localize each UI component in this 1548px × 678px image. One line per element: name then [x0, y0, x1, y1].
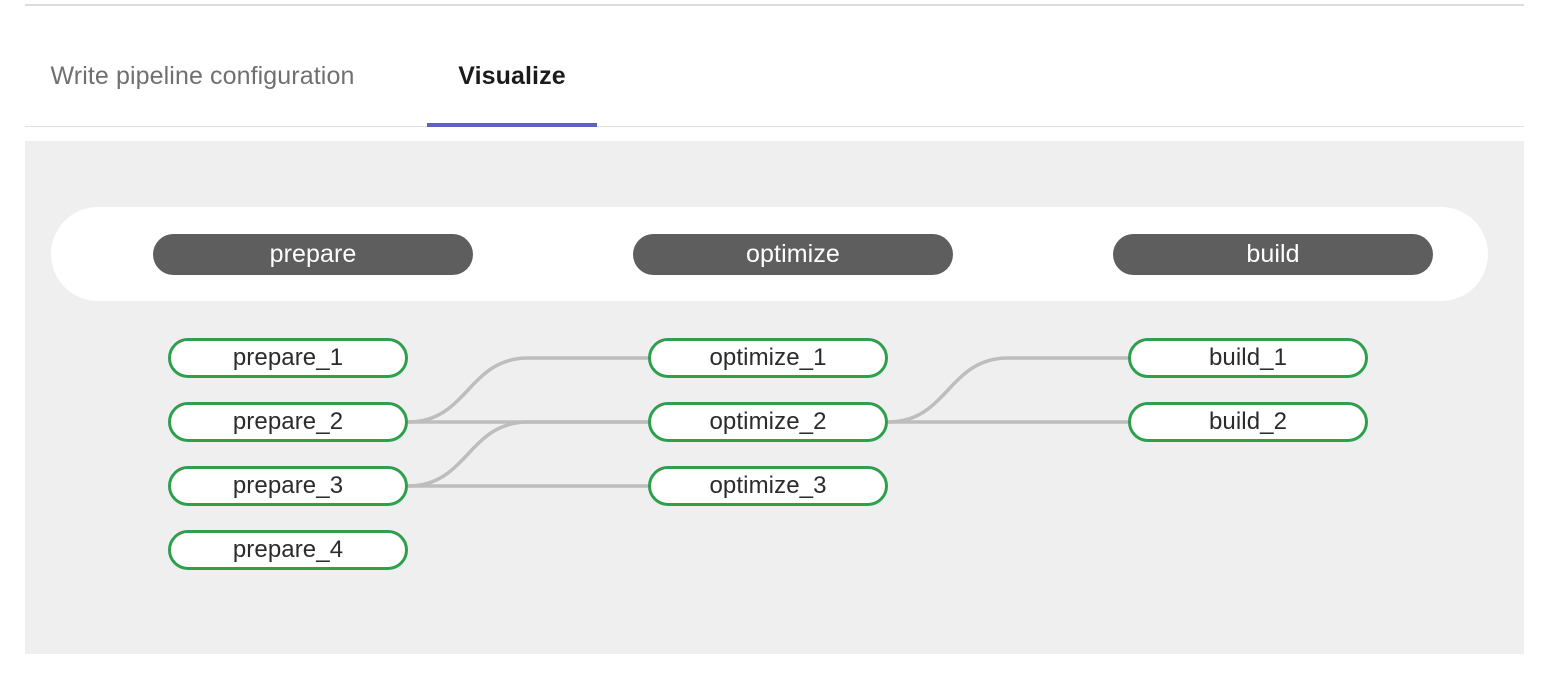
job-node-optimize_1[interactable]: optimize_1	[648, 338, 888, 378]
tab-write-pipeline-configuration-label: Write pipeline configuration	[50, 62, 355, 90]
job-node-optimize_1-label: optimize_1	[709, 344, 827, 371]
stage-pill-prepare[interactable]: prepare	[153, 234, 473, 275]
job-node-build_1-label: build_1	[1208, 344, 1288, 371]
tab-bar: Write pipeline configuration Visualize	[25, 38, 1524, 127]
job-node-optimize_3[interactable]: optimize_3	[648, 466, 888, 506]
job-node-prepare_1-label: prepare_1	[232, 344, 344, 371]
tab-visualize[interactable]: Visualize	[427, 38, 597, 127]
tab-active-indicator	[427, 123, 597, 127]
job-node-prepare_1[interactable]: prepare_1	[168, 338, 408, 378]
edge-prepare_2-optimize_1	[407, 356, 650, 424]
tab-visualize-label: Visualize	[458, 62, 566, 90]
edge-optimize_2-build_1	[887, 356, 1130, 424]
job-node-prepare_4[interactable]: prepare_4	[168, 530, 408, 570]
job-node-optimize_2-label: optimize_2	[709, 408, 827, 435]
job-node-build_1[interactable]: build_1	[1128, 338, 1368, 378]
job-node-build_2-label: build_2	[1208, 408, 1288, 435]
job-node-prepare_4-label: prepare_4	[232, 536, 344, 563]
stage-pill-build[interactable]: build	[1113, 234, 1433, 275]
stage-pill-prepare-label: prepare	[269, 240, 357, 268]
job-node-prepare_3-label: prepare_3	[232, 472, 344, 499]
tab-bar-divider	[25, 126, 1524, 127]
job-node-prepare_2-label: prepare_2	[232, 408, 344, 435]
job-node-build_2[interactable]: build_2	[1128, 402, 1368, 442]
job-node-prepare_3[interactable]: prepare_3	[168, 466, 408, 506]
job-node-optimize_3-label: optimize_3	[709, 472, 827, 499]
top-divider	[25, 4, 1524, 6]
tab-write-pipeline-configuration[interactable]: Write pipeline configuration	[25, 38, 380, 127]
job-node-optimize_2[interactable]: optimize_2	[648, 402, 888, 442]
stage-pill-optimize-label: optimize	[746, 240, 840, 268]
job-node-prepare_2[interactable]: prepare_2	[168, 402, 408, 442]
stage-pill-optimize[interactable]: optimize	[633, 234, 953, 275]
stage-pill-build-label: build	[1246, 240, 1300, 268]
edge-prepare_3-optimize_2	[407, 420, 650, 488]
stage-header-capsule: prepare optimize build	[51, 207, 1488, 301]
pipeline-graph-panel: prepare optimize build prepare_1 prepare…	[25, 141, 1524, 654]
